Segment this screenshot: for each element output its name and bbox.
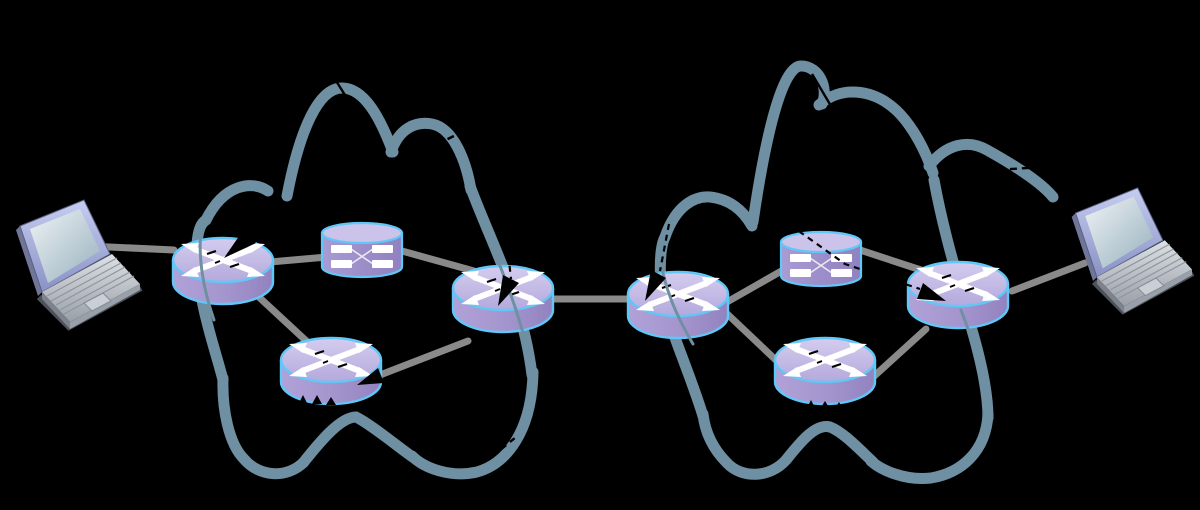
clipped-label-router-b [298, 395, 336, 405]
cloud-right-arc [813, 86, 939, 179]
router-icon [173, 238, 273, 304]
leader-arrow-router-a [224, 209, 282, 258]
cloud-left-arc [406, 366, 539, 480]
leader-arrow-router-d [645, 223, 671, 301]
leader-arrowhead [917, 283, 946, 301]
cloud-right-arc [747, 60, 830, 228]
switch-2 [779, 230, 863, 288]
link-routere-routerf [867, 325, 930, 383]
link-routere-laptopright [1008, 259, 1089, 295]
cloud-edge-over-router-d [657, 250, 695, 346]
cloud-left-arc [217, 372, 310, 480]
switch-icon [779, 230, 863, 288]
cloud-edge-over-router-a [198, 228, 216, 322]
router-icon [628, 272, 728, 338]
leader-arrowhead [645, 270, 666, 301]
leader-dashed-left-bottom [492, 436, 517, 457]
link-routerb-routerc [363, 337, 472, 384]
link-switch2-routere [856, 246, 928, 275]
cloud-right-arc [654, 191, 758, 422]
leader-arrowhead [224, 229, 256, 258]
leader-dashed-left-saddle [382, 128, 467, 173]
leader-solid-right-saddle [810, 73, 833, 107]
switch-icon [320, 221, 404, 279]
link-arrowhead-router-b [357, 368, 384, 385]
cloud-edge-over-router-e [959, 308, 989, 412]
switch-1 [320, 221, 404, 279]
router-icon [775, 338, 875, 404]
clipped-label-router-f [806, 400, 844, 410]
link-routerd-routerf [718, 305, 783, 367]
cloud-left-arc [191, 180, 274, 386]
leader-arrow-router-e [771, 211, 946, 301]
router-b [281, 338, 381, 404]
leader-dashed-right-tip [961, 164, 1061, 174]
router-f [775, 338, 875, 404]
cloud-right-arc [865, 408, 994, 484]
leader-arrow-router-c [498, 232, 519, 306]
router-d [628, 272, 728, 338]
router-icon [281, 338, 381, 404]
link-routera-switch1 [266, 253, 331, 266]
router-a [173, 238, 273, 304]
link-switch1-routerc [398, 247, 478, 275]
cloud-right-arc [923, 138, 1059, 203]
cloud-left-arc [297, 411, 420, 469]
cloud-left-arc [385, 117, 477, 196]
annotations [224, 73, 1061, 457]
leader-solid-left-bump [331, 75, 379, 147]
leader-arrowhead [498, 275, 519, 306]
cloud-right-arc [697, 408, 879, 480]
